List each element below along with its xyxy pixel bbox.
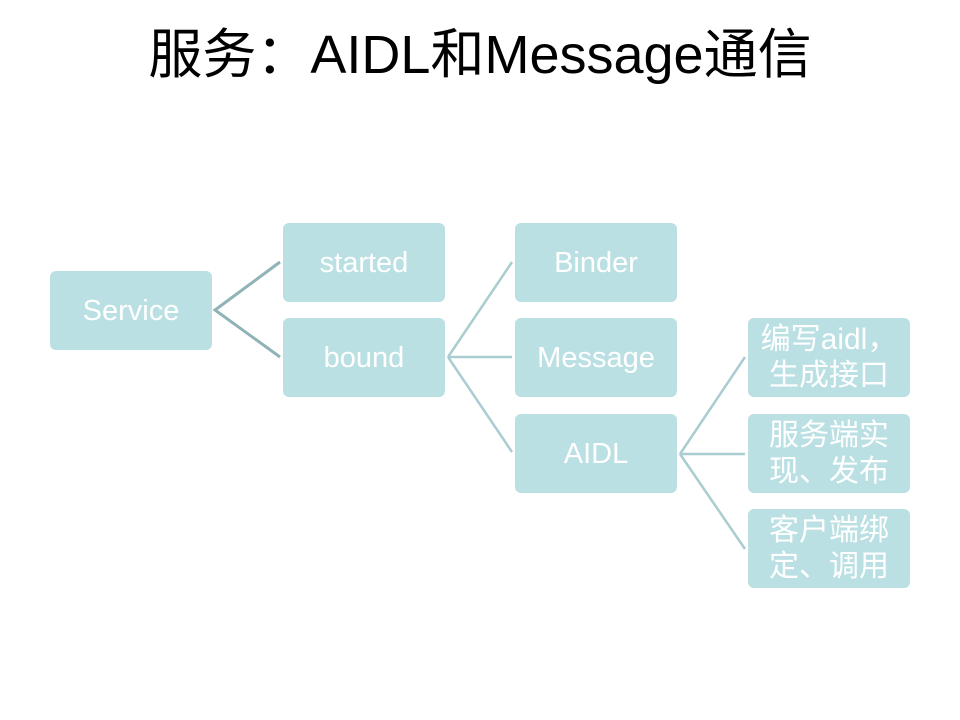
- node-server-implement: 服务端实现、发布: [748, 414, 910, 493]
- node-service: Service: [50, 271, 212, 350]
- node-binder: Binder: [515, 223, 677, 302]
- connector-bound-aidl: [446, 356, 514, 453]
- slide-title: 服务：AIDL和Message通信: [148, 25, 812, 85]
- node-client-bind: 客户端绑定、调用: [748, 509, 910, 588]
- connector-aidl-step1: [678, 356, 747, 455]
- connector-service-started: [212, 260, 281, 359]
- node-message: Message: [515, 318, 677, 397]
- node-aidl: AIDL: [515, 414, 677, 493]
- connector-bound-binder: [446, 261, 514, 358]
- connector-aidl-step3: [678, 453, 747, 550]
- node-bound: bound: [283, 318, 445, 397]
- node-started: started: [283, 223, 445, 302]
- node-write-aidl: 编写aidl，生成接口: [748, 318, 910, 397]
